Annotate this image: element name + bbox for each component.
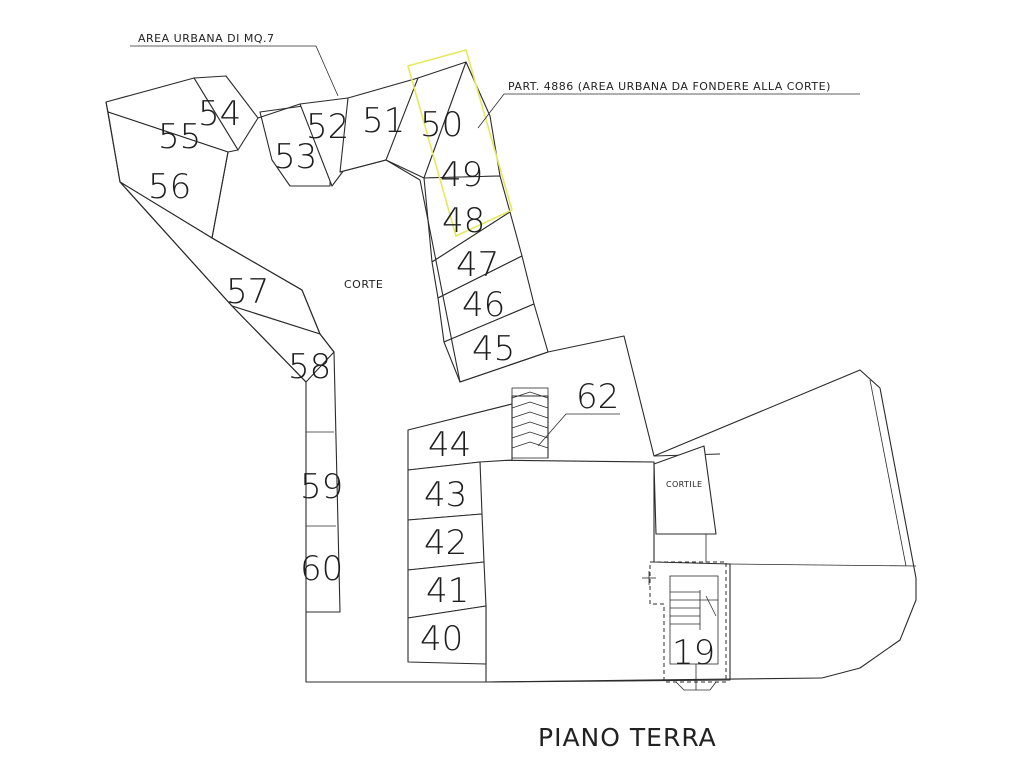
lot-58-label: 58 [288, 347, 331, 387]
lot-42-label: 42 [424, 523, 467, 563]
cortile-label: CORTILE [666, 480, 702, 489]
lot-54-label: 54 [198, 94, 241, 134]
lot-19-label: 19 [672, 633, 715, 673]
lot-62-label: 62 [576, 377, 619, 417]
lot-57-label: 57 [226, 272, 269, 312]
cortile-shape [653, 445, 717, 535]
lot-41-label: 41 [426, 571, 469, 611]
lot-43-label: 43 [424, 475, 467, 515]
lot-53-label: 53 [274, 137, 317, 177]
stair-62-chevrons [511, 387, 549, 459]
lot-40-shape [407, 605, 487, 665]
annotation-leaders [130, 45, 860, 129]
lot-44-label: 44 [428, 425, 471, 465]
parcel-4886-outline [407, 49, 513, 238]
annotation-part-4886: PART. 4886 (AREA URBANA DA FONDERE ALLA … [508, 80, 831, 93]
lot-50-label: 50 [420, 105, 463, 145]
lot-40-label: 40 [420, 619, 463, 659]
north-west-arm [105, 75, 421, 383]
lot-60-label: 60 [300, 549, 343, 589]
lot-47-label: 47 [456, 245, 499, 285]
lot-45-label: 45 [472, 329, 515, 369]
lot-55-label: 55 [158, 117, 201, 157]
lot-56-label: 56 [148, 167, 191, 207]
lot-51-label: 51 [362, 101, 405, 141]
east-block [547, 335, 917, 679]
north-east-arm [385, 49, 549, 383]
courtyard-boundary [305, 351, 823, 683]
lot-48-label: 48 [442, 201, 485, 241]
stair-treads [670, 590, 718, 630]
lot-49-label: 49 [440, 155, 483, 195]
lot-59-label: 59 [300, 467, 343, 507]
west-row [306, 387, 620, 665]
lot-52-label: 52 [306, 107, 349, 147]
page-title: PIANO TERRA [538, 723, 717, 752]
corte-label: CORTE [344, 278, 383, 291]
annotation-area-urbana: AREA URBANA DI MQ.7 [138, 32, 275, 45]
lot-46-label: 46 [462, 285, 505, 325]
lot-44-shape [407, 403, 513, 471]
